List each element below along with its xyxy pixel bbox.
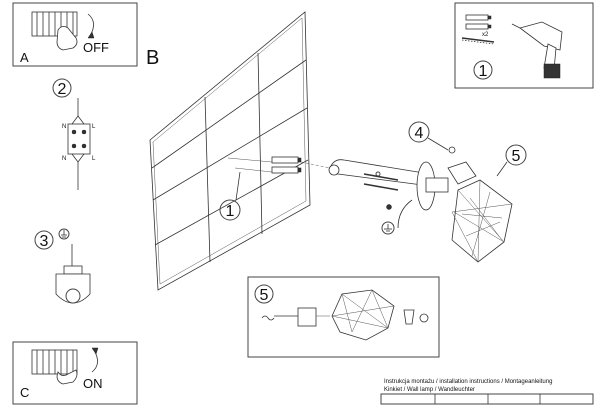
ground-symbol-icon [58,228,70,240]
screws-icon [363,173,399,191]
screw-head-icon [448,146,456,154]
wall-anchor-step-circle [219,199,241,221]
ground-terminal-icon [55,244,91,304]
panel-a: OFF A [12,2,138,67]
bracket-screw-step-number: 4 [415,125,424,142]
panel-b-letter: B [146,47,159,69]
wall-anchor-leader [235,171,241,201]
screw-multiplier: x2 [482,32,489,38]
caption: Instrukcja montażu / installation instru… [384,379,552,393]
detail-step-number: 5 [260,287,269,304]
ground-step-circle [34,230,54,250]
shade-step-circle [505,144,527,166]
bracket-screw-step-circle [408,121,430,143]
wire-step-number: 2 [58,81,67,98]
ground-step-number: 3 [40,233,49,250]
step-wire: 2 N L N L [52,78,96,190]
wire-label-n-top: N [62,124,66,130]
panel-c-letter: C [20,385,29,400]
panel-detail-frame [247,276,440,358]
terminal-block-icon [67,98,91,190]
cable-end-icon [261,315,275,321]
title-block [380,393,594,405]
mounting-bracket-icon [328,159,435,187]
title-block-frame [380,393,594,405]
panel-c-frame [12,341,138,405]
tools-step-number: 1 [479,63,488,80]
panel-b: B 1 [146,11,331,291]
panel-c: ON C [12,341,138,405]
wire-step-circle [52,78,72,98]
tools-step-circle [473,60,493,80]
caption-line1: Instrukcja montażu / installation instru… [384,379,552,385]
panel-tools-frame [454,2,594,89]
wall-anchor-step-number: 1 [226,203,235,220]
lamp-socket-icon [274,307,330,327]
detail-step-circle [254,284,274,304]
shade-step-number: 5 [512,148,521,165]
wire-label-n-bottom: N [62,156,66,162]
caption-line2: Kinkiet / Wall lamp / Wandleuchter [384,387,475,393]
ground-terminal-small-icon [381,221,395,235]
shade-ring-icon [403,309,429,325]
panel-a-frame [12,2,138,67]
screw-icon [461,37,495,45]
lamp-mount-icon [386,161,449,229]
switch-on-label: ON [83,376,103,391]
step-ground: 3 [34,228,91,304]
cage-shade-icon [447,161,513,263]
lamp-shade: 5 [447,144,527,263]
switch-off-label: OFF [83,40,109,55]
panel-tools: x2 1 [454,2,594,89]
wire-label-l-bottom: L [92,156,96,162]
wall-tiles-icon [149,11,311,291]
wire-label-l-top: L [92,124,96,130]
wall-plugs-icon [227,156,331,174]
breaker-on-icon [31,347,99,385]
cage-shade-detail-icon [331,289,395,341]
panel-detail: 5 [247,276,440,358]
bracket-assembly: 4 [328,121,456,235]
drill-icon [511,21,563,79]
breaker-off-icon [31,11,95,51]
wall-plug-icon [465,14,492,30]
panel-a-letter: A [20,50,29,65]
